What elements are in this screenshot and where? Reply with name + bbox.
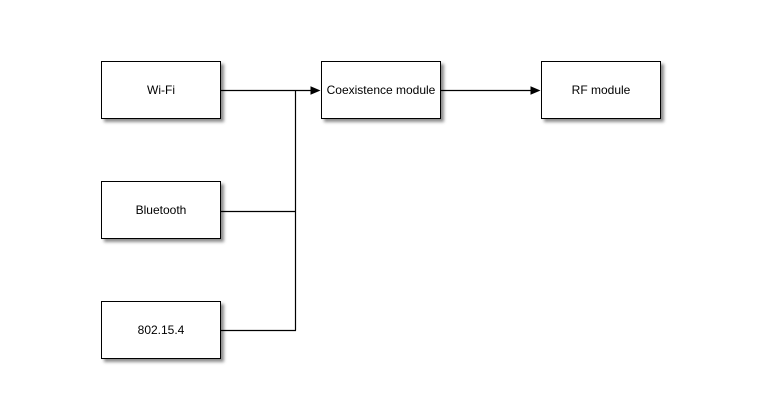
block-wifi-label: Wi-Fi (147, 83, 175, 97)
block-bluetooth[interactable]: Bluetooth (101, 181, 221, 239)
block-coexistence-module[interactable]: Coexistence module (321, 61, 441, 119)
arrow-head-icon (530, 86, 541, 95)
block-802-15-4-label: 802.15.4 (137, 323, 185, 337)
block-802-15-4[interactable]: 802.15.4 (101, 301, 221, 359)
block-wifi[interactable]: Wi-Fi (101, 61, 221, 119)
arrow-head-icon (310, 86, 321, 95)
block-bluetooth-label: Bluetooth (135, 203, 187, 217)
block-rf-module[interactable]: RF module (541, 61, 661, 119)
block-coexistence-module-label: Coexistence module (326, 83, 436, 97)
block-rf-module-label: RF module (571, 83, 631, 97)
